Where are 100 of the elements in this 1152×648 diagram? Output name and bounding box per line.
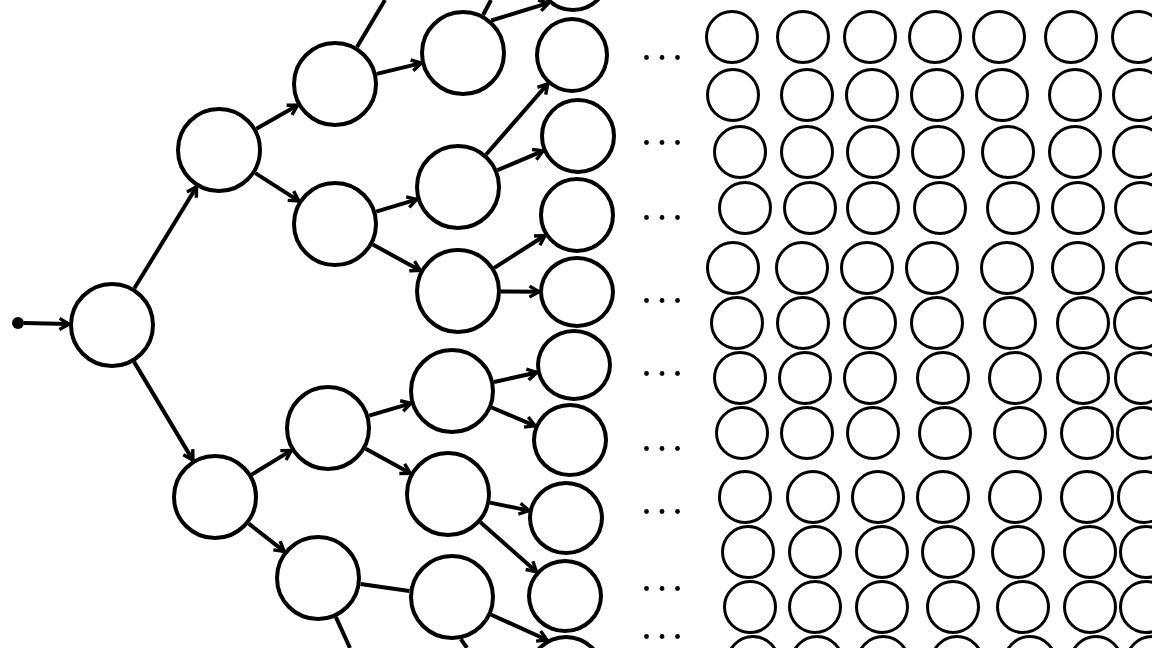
grid-circle (710, 296, 764, 350)
arrow (493, 367, 539, 384)
grid-circle (1063, 580, 1117, 634)
grid-circle (1048, 125, 1102, 179)
arrow (493, 233, 547, 270)
grid-circle (972, 10, 1026, 64)
grid-circle (706, 241, 760, 295)
grid-circle (780, 125, 834, 179)
arrow (479, 520, 539, 574)
grid-circle (786, 470, 840, 524)
grid-circle (1051, 181, 1105, 235)
grid-circle (713, 125, 767, 179)
grid-circle (851, 470, 905, 524)
arrow (132, 185, 199, 290)
grid-circle (1056, 351, 1110, 405)
arrow (484, 82, 550, 156)
grid-circle (843, 296, 897, 350)
connector-line (355, 0, 387, 49)
connector-line (481, 0, 493, 16)
grid-circle (913, 181, 967, 235)
node-circle (527, 559, 603, 633)
arrow (490, 612, 549, 643)
grid-circle (780, 68, 834, 122)
grid-circle (721, 525, 775, 579)
grid-circle (916, 470, 970, 524)
grid-circle (840, 241, 894, 295)
grid-circle (1113, 296, 1152, 350)
arrow (371, 242, 422, 273)
grid-circle (921, 525, 975, 579)
grid-circle (843, 351, 897, 405)
connector-line (334, 616, 352, 648)
grid-circle (1114, 181, 1152, 235)
grid-circle (918, 406, 972, 460)
arrow (255, 103, 300, 131)
grid-circle (776, 10, 830, 64)
grid-circle (780, 406, 834, 460)
grid-circle (1063, 525, 1117, 579)
grid-circle (1060, 406, 1114, 460)
grid-circle (855, 580, 909, 634)
grid-circle (788, 580, 842, 634)
arrow (23, 316, 71, 332)
grid-circle (788, 525, 842, 579)
grid-circle (908, 10, 962, 64)
grid-circle (718, 181, 772, 235)
grid-circle (706, 68, 760, 122)
connector-line (360, 582, 410, 593)
arrow (489, 500, 531, 516)
grid-circle (905, 241, 959, 295)
grid-circle (926, 580, 980, 634)
arrow (501, 284, 541, 299)
grid-circle (1051, 241, 1105, 295)
arrow (376, 58, 423, 76)
grid-circle (845, 68, 899, 122)
grid-circle (846, 181, 900, 235)
grid-circle (980, 241, 1034, 295)
grid-circle (783, 181, 837, 235)
arrow (490, 0, 551, 23)
arrow (368, 399, 413, 418)
grid-circle (1114, 351, 1152, 405)
grid-circle (715, 406, 769, 460)
grid-circle (910, 296, 964, 350)
start-dot (12, 317, 24, 329)
grid-circle (986, 181, 1040, 235)
grid-circle (775, 241, 829, 295)
arrow (247, 522, 286, 554)
arrow (375, 195, 419, 214)
grid-circle (988, 470, 1042, 524)
grid-circle (855, 525, 909, 579)
grid-circle (1112, 125, 1152, 179)
grid-circle (1044, 10, 1098, 64)
arrow (254, 171, 301, 203)
grid-circle (983, 296, 1037, 350)
grid-circle (705, 10, 759, 64)
grid-circle (1048, 68, 1102, 122)
grid-circle (911, 125, 965, 179)
arrow (364, 446, 412, 476)
connector-line (459, 637, 469, 648)
grid-circle (846, 125, 900, 179)
arrow (250, 448, 293, 477)
grid-circle (1111, 10, 1152, 64)
grid-circle (975, 68, 1029, 122)
grid-circle (993, 406, 1047, 460)
grid-circle (981, 125, 1035, 179)
grid-circle (1060, 470, 1114, 524)
arrow (132, 360, 195, 462)
grid-circle (988, 351, 1042, 405)
grid-circle (778, 351, 832, 405)
grid-circle (1056, 296, 1110, 350)
grid-circle (1112, 68, 1152, 122)
grid-circle (776, 296, 830, 350)
arrow (490, 405, 537, 429)
grid-circle (723, 580, 777, 634)
grid-circle (996, 580, 1050, 634)
grid-circle (843, 10, 897, 64)
grid-circle (910, 68, 964, 122)
grid-circle (991, 525, 1045, 579)
grid-circle (713, 351, 767, 405)
grid-circle (916, 351, 970, 405)
grid-circle (718, 470, 772, 524)
grid-circle (846, 406, 900, 460)
